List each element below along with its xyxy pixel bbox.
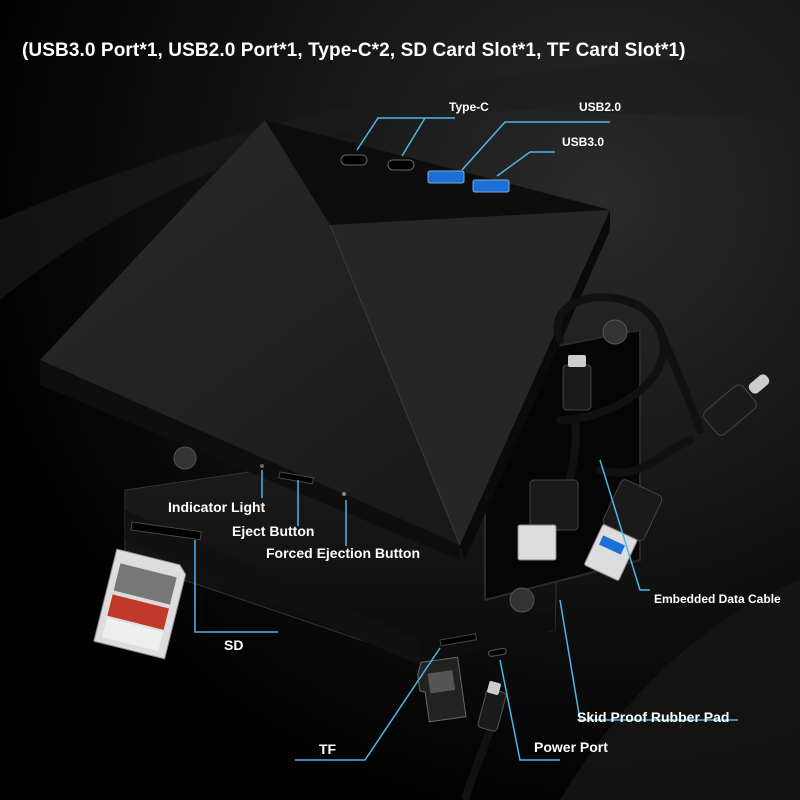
top-ports <box>340 154 510 193</box>
label-embedded-cable: Embedded Data Cable <box>654 592 781 606</box>
label-power-port: Power Port <box>534 739 608 755</box>
label-indicator-light: Indicator Light <box>168 499 266 515</box>
label-rubber-pad: Skid Proof Rubber Pad <box>577 709 730 725</box>
label-usb2: USB2.0 <box>579 100 622 114</box>
optical-drive <box>40 120 610 560</box>
label-eject-button: Eject Button <box>232 523 315 539</box>
power-cable <box>461 681 507 800</box>
label-sd: SD <box>224 637 244 653</box>
callout-lines <box>194 117 738 761</box>
tf-card <box>417 656 467 723</box>
page-title: (USB3.0 Port*1, USB2.0 Port*1, Type-C*2,… <box>22 40 686 61</box>
label-type-c: Type-C <box>449 100 489 114</box>
sd-card <box>93 548 187 660</box>
label-tf: TF <box>319 741 337 757</box>
label-usb3: USB3.0 <box>562 135 605 149</box>
label-forced-ejection-button: Forced Ejection Button <box>266 545 420 561</box>
